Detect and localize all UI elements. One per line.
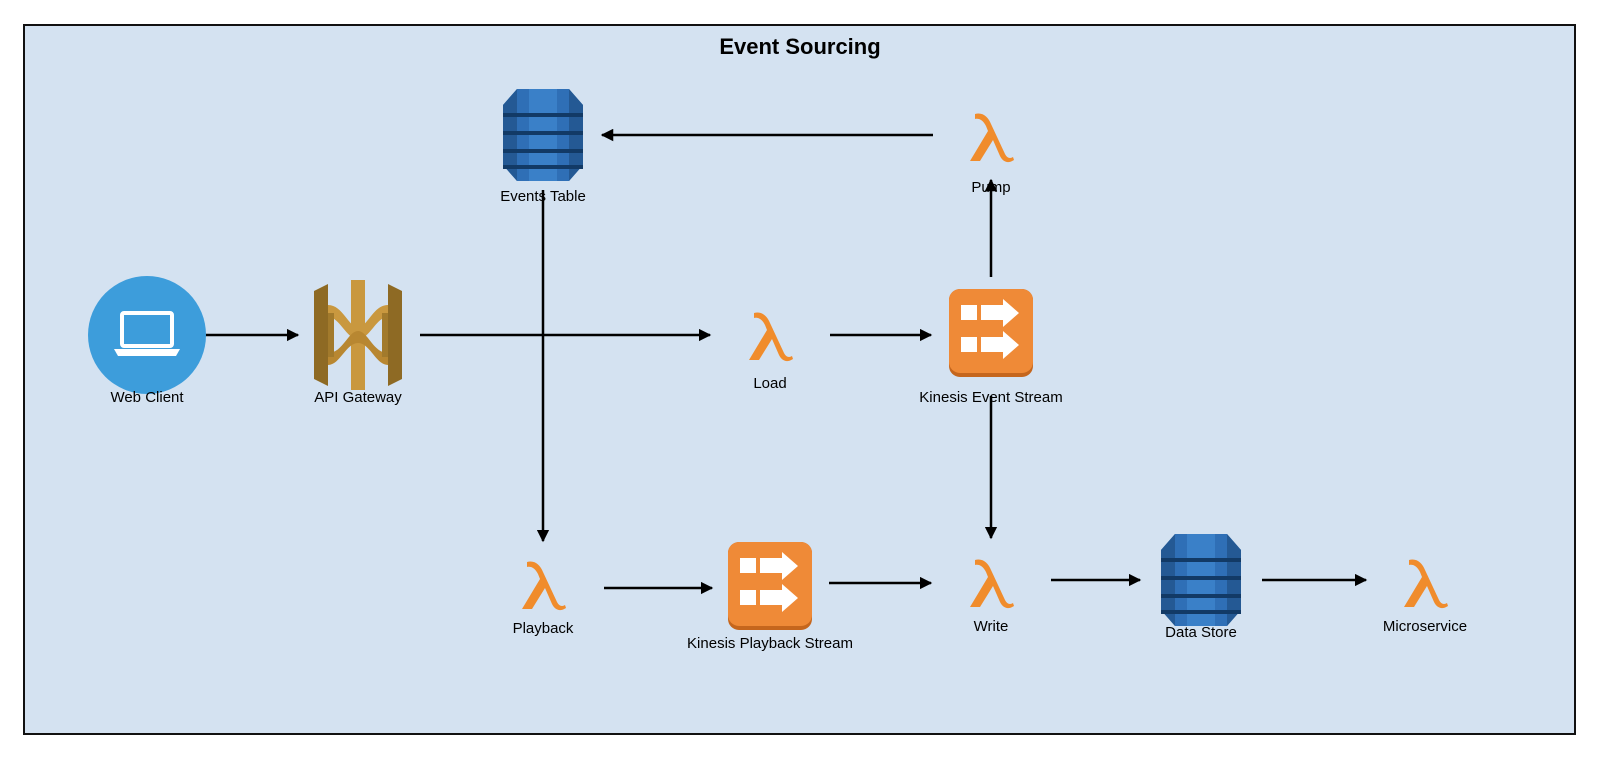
dynamodb-icon	[1161, 534, 1241, 626]
node-label-playback: Playback	[512, 620, 574, 637]
lambda-icon	[522, 561, 566, 611]
api-gateway-icon	[314, 280, 402, 390]
node-label-pump: Pump	[971, 179, 1011, 196]
lambda-icon	[970, 113, 1014, 163]
lambda-icon	[749, 312, 793, 362]
node-label-kinesis-event-stream: Kinesis Event Stream	[919, 389, 1063, 406]
laptop-icon	[88, 276, 206, 394]
node-label-web-client: Web Client	[110, 389, 184, 406]
node-label-load: Load	[753, 375, 787, 392]
lambda-icon	[970, 559, 1014, 609]
node-label-data-store: Data Store	[1165, 624, 1237, 641]
diagram-title: Event Sourcing	[719, 34, 881, 59]
dynamodb-icon	[503, 89, 583, 181]
node-label-kinesis-playback-stream: Kinesis Playback Stream	[687, 635, 853, 652]
node-label-events-table: Events Table	[500, 188, 586, 205]
kinesis-icon	[949, 289, 1033, 377]
lambda-icon	[1404, 559, 1448, 609]
kinesis-icon	[728, 542, 812, 630]
node-label-write: Write	[973, 618, 1009, 635]
node-label-api-gateway: API Gateway	[314, 389, 402, 406]
node-label-microservice: Microservice	[1382, 618, 1468, 635]
